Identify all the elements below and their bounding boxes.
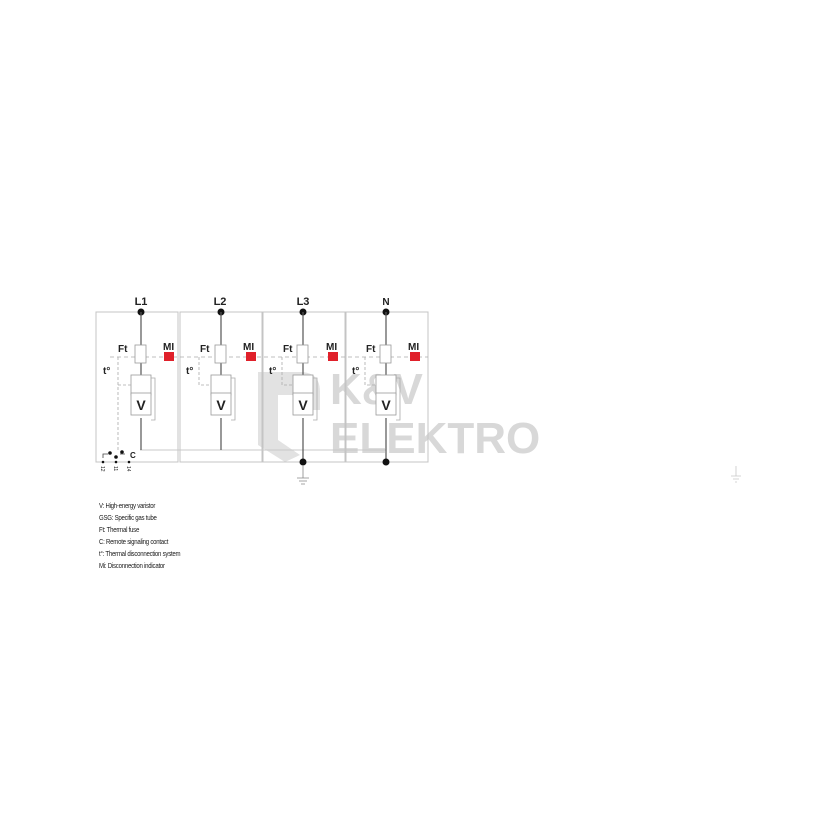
varistor-label-N: V — [381, 397, 391, 413]
varistor-label-L2: V — [216, 397, 226, 413]
n-bottom-terminal — [382, 458, 390, 466]
ground-icon — [297, 466, 309, 485]
module-L3: L3 Ft MI t° V — [269, 296, 338, 485]
pe-terminal — [299, 458, 307, 466]
thermal-label-N: t° — [352, 366, 359, 377]
thermal-label-L2: t° — [186, 366, 193, 377]
thermal-disconnector-L3 — [292, 374, 314, 396]
module-label-L1: L1 — [135, 296, 148, 308]
disconnection-indicator-L2 — [246, 352, 256, 361]
thermal-fuse-L1 — [134, 344, 147, 364]
legend-item: V: High-energy varistor — [99, 501, 156, 510]
module-N: N Ft MI t° V — [352, 297, 420, 466]
module-L1: L1 Ft MI t° V — [103, 296, 174, 450]
module-label-L3: L3 — [297, 296, 310, 308]
terminal-14: 14 — [125, 466, 131, 472]
legend: V: High-energy varistor GSG: Specific ga… — [99, 500, 181, 572]
terminal-12: 12 — [99, 466, 105, 472]
thermal-disconnector-L1 — [130, 374, 152, 396]
thermal-disconnector-N — [375, 374, 397, 396]
varistor-L3 — [292, 392, 314, 416]
module-label-N: N — [382, 297, 389, 308]
watermark-line2: ELEKTRO — [330, 414, 540, 463]
module-box-L1 — [95, 311, 179, 463]
module-L2: L2 Ft MI t° V — [186, 296, 256, 450]
thermal-fuse-L3 — [296, 344, 309, 364]
varistor-N — [375, 392, 397, 416]
mi-label-L2: MI — [243, 342, 254, 353]
fuse-label-L1: Ft — [118, 344, 128, 355]
mi-label-L3: MI — [326, 342, 337, 353]
disconnection-indicator-L3 — [328, 352, 338, 361]
thermal-fuse-N — [379, 344, 392, 364]
varistor-L2 — [210, 392, 232, 416]
fuse-label-N: Ft — [366, 344, 376, 355]
legend-item: C: Remote signaling contact — [99, 537, 169, 546]
fuse-label-L3: Ft — [283, 344, 293, 355]
varistor-label-L3: V — [298, 397, 308, 413]
ground-icon-faint — [731, 466, 741, 483]
fuse-label-L2: Ft — [200, 344, 210, 355]
remote-signaling-contact: C 12 11 14 — [99, 450, 136, 472]
terminal-11: 11 — [112, 466, 118, 471]
varistor-L1 — [130, 392, 152, 416]
module-label-L2: L2 — [214, 296, 227, 308]
thermal-label-L1: t° — [103, 366, 110, 377]
disconnection-indicator-N — [410, 352, 420, 361]
mi-label-L1: MI — [163, 342, 174, 353]
mi-label-N: MI — [408, 342, 419, 353]
contact-label: C — [130, 451, 136, 460]
legend-item: Mi: Disconnection indicator — [99, 561, 165, 570]
legend-item: GSG: Specific gas tube — [99, 513, 157, 522]
disconnection-indicator-L1 — [164, 352, 174, 361]
legend-item: Ft: Thermal fuse — [99, 525, 140, 534]
thermal-fuse-L2 — [214, 344, 227, 364]
thermal-label-L3: t° — [269, 366, 276, 377]
varistor-label-L1: V — [136, 397, 146, 413]
thermal-disconnector-L2 — [210, 374, 232, 396]
legend-item: t°: Thermal disconnection system — [99, 549, 181, 558]
